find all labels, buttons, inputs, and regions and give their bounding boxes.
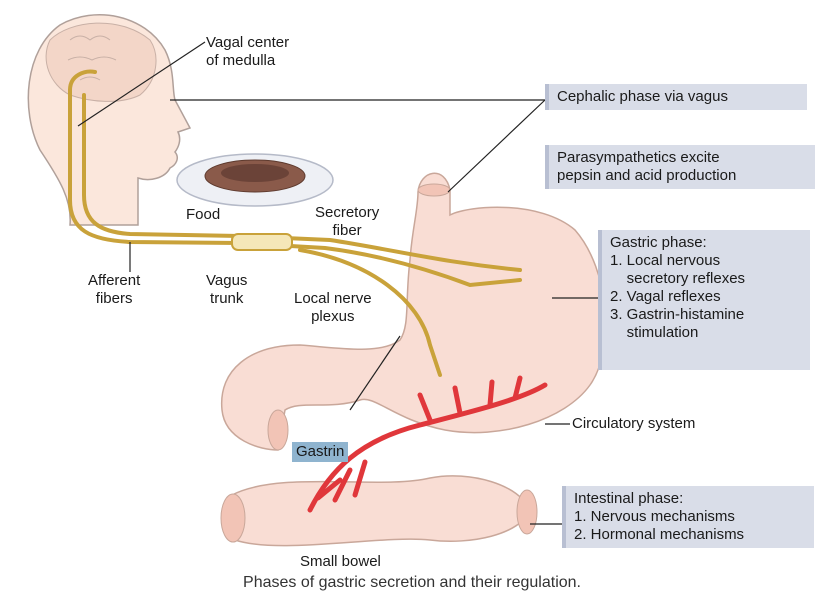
head-profile [28, 15, 190, 225]
label-gastrin: Gastrin [292, 442, 348, 462]
box-gastric-phase: Gastric phase: 1. Local nervous secretor… [598, 230, 810, 370]
label-local-nerve-plexus: Local nerve plexus [294, 290, 372, 326]
box-intestinal-phase: Intestinal phase: 1. Nervous mechanisms … [562, 486, 814, 548]
figure-caption: Phases of gastric secretion and their re… [0, 574, 824, 592]
box-parasympathetics: Parasympathetics excite pepsin and acid … [545, 145, 815, 189]
label-secretory-fiber: Secretory fiber [315, 204, 379, 240]
vagus-trunk-bundle [232, 234, 292, 250]
label-vagus-trunk: Vagus trunk [206, 272, 247, 308]
label-afferent-fibers: Afferent fibers [88, 272, 140, 308]
label-small-bowel: Small bowel [300, 553, 381, 571]
small-bowel [221, 476, 537, 546]
box-cephalic-phase: Cephalic phase via vagus [545, 84, 807, 110]
label-food: Food [186, 206, 220, 224]
food-plate [177, 154, 333, 206]
label-vagal-center: Vagal center of medulla [206, 34, 289, 70]
label-circulatory-system: Circulatory system [572, 415, 695, 433]
